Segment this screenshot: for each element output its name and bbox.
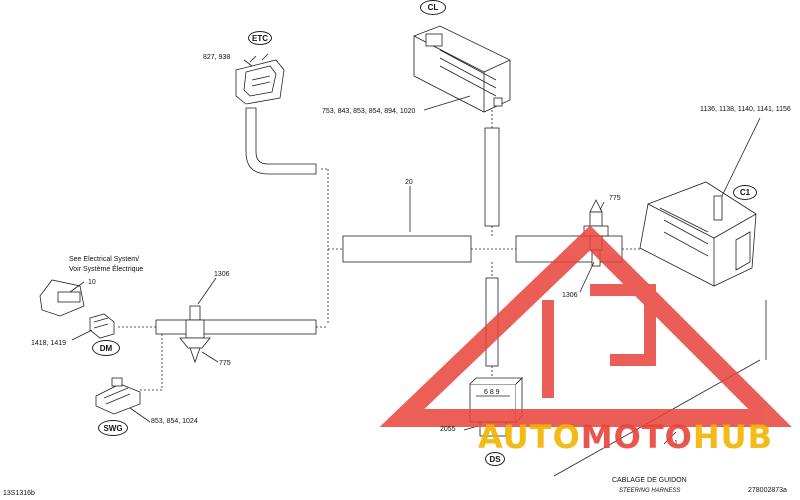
watermark-hub: HUB — [692, 418, 774, 456]
title-french: CABLAGE DE GUIDON — [612, 477, 687, 484]
watermark-text: AUTOMOTOHUB — [478, 418, 773, 456]
see-electrical-label: See Electrical System/ — [69, 256, 140, 263]
ds-pins-label: 6 8 9 — [484, 389, 500, 396]
watermark-logo — [379, 225, 792, 427]
drawing-code-left: 13S1316b — [3, 490, 35, 497]
lower-harness-segment — [155, 319, 317, 335]
swg-connector-drawing — [95, 377, 141, 415]
right-clip-top-label: 775 — [609, 195, 621, 202]
dm-connector-drawing — [39, 279, 115, 339]
etc-harness-tube — [245, 107, 317, 175]
drawing-code-right: 278002873a — [748, 487, 787, 494]
dm-connector-tag: DM — [92, 340, 120, 356]
watermark-auto: AUTO — [478, 418, 581, 456]
cl-pins-label: 753, 843, 853, 854, 894, 1020 — [322, 108, 416, 115]
watermark-moto: MOTO — [580, 418, 693, 456]
dm-ref-label: 10 — [88, 279, 96, 286]
ds-part-label: 2055 — [440, 426, 456, 433]
left-clip-drawing — [179, 305, 211, 364]
left-clip-top-label: 1306 — [214, 271, 230, 278]
c1-connector-tag: C1 — [733, 185, 757, 200]
left-tie-label: 775 — [219, 360, 231, 367]
right-clip-bottom-label: 1306 — [562, 292, 578, 299]
ds-connector-tag: DS — [485, 452, 505, 466]
see-electrical-fr-label: Voir Système Électrique — [69, 266, 144, 273]
etc-connector-tag: ETC — [248, 31, 272, 45]
swg-connector-tag: SWG — [98, 420, 128, 436]
etc-connector-drawing — [235, 53, 285, 105]
cl-connector-tag: CL — [420, 0, 446, 15]
main-harness-segment — [342, 235, 472, 263]
c1-pins-label: 1136, 1138, 1140, 1141, 1156 — [700, 106, 791, 113]
swg-pins-label: 853, 854, 1024 — [151, 418, 198, 425]
title-english: STEERING HARNESS — [619, 488, 681, 494]
cl-connector-drawing — [413, 25, 511, 113]
dm-pins-label: 1418, 1419 — [31, 340, 67, 347]
item-one-label: 1 — [674, 440, 678, 447]
c1-connector-drawing — [639, 181, 757, 287]
cl-harness-segment — [484, 127, 500, 227]
main-harness-label: 20 — [405, 179, 413, 186]
etc-pins-label: 827, 938 — [203, 54, 231, 61]
